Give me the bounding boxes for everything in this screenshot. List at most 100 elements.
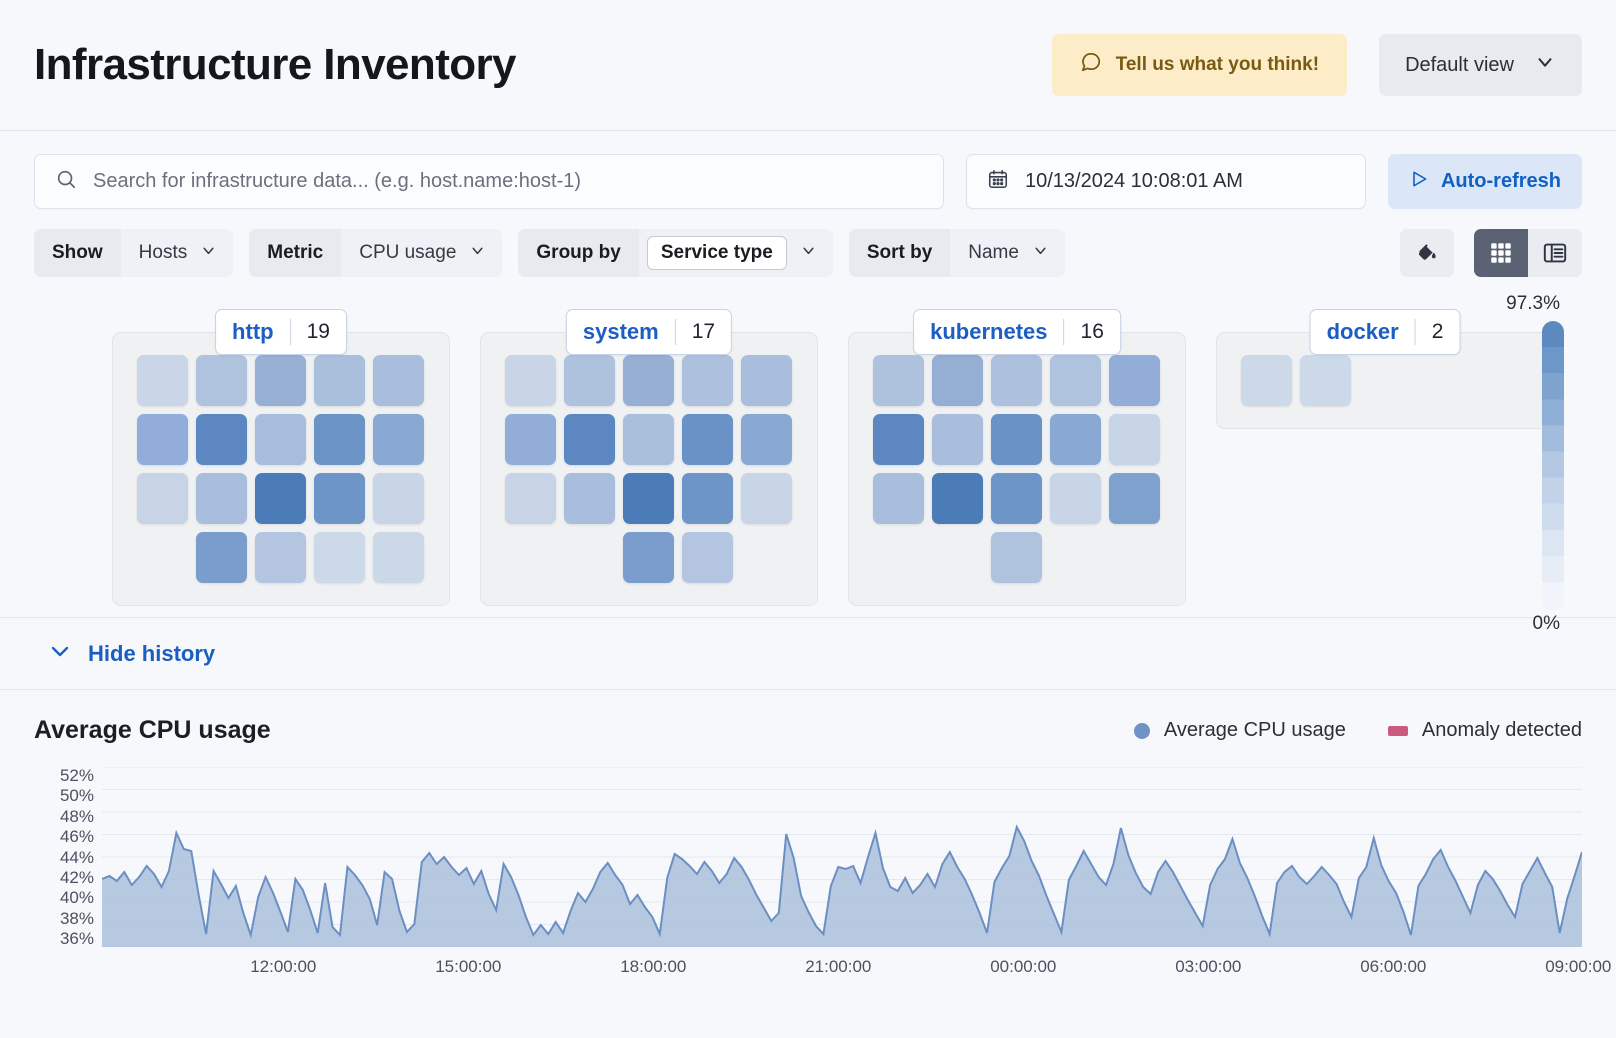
node-cell[interactable] [873, 414, 924, 465]
group-name: docker [1326, 319, 1399, 344]
legend-item-average-cpu-usage[interactable]: Average CPU usage [1133, 719, 1346, 742]
group-badge-system[interactable]: system 17 [565, 309, 733, 355]
legend-gradient-bar [1542, 321, 1564, 611]
node-cell[interactable] [682, 414, 733, 465]
node-cell[interactable] [623, 532, 674, 583]
node-cell[interactable] [1050, 414, 1101, 465]
node-cell[interactable] [1109, 414, 1160, 465]
history-chart-panel: Average CPU usage Average CPU usage Anom… [0, 690, 1616, 979]
node-cell[interactable] [741, 473, 792, 524]
node-cell[interactable] [373, 355, 424, 406]
node-cell[interactable] [505, 473, 556, 524]
x-tick-label: 15:00:00 [435, 957, 502, 976]
grid-spacer [505, 532, 556, 583]
date-picker[interactable]: 10/13/2024 10:08:01 AM [966, 154, 1366, 209]
node-cell[interactable] [255, 473, 306, 524]
node-cell[interactable] [137, 414, 188, 465]
node-cell[interactable] [623, 355, 674, 406]
chevron-down-icon [1032, 242, 1049, 265]
grid-spacer [873, 532, 924, 583]
x-tick-label: 18:00:00 [620, 957, 687, 976]
node-cell[interactable] [373, 414, 424, 465]
control-sort-by: Sort by Name [848, 229, 1065, 277]
node-cell[interactable] [1050, 355, 1101, 406]
default-view-button[interactable]: Default view [1379, 34, 1582, 96]
control-metric: Metric CPU usage [249, 229, 503, 277]
feedback-button[interactable]: Tell us what you think! [1051, 34, 1348, 96]
node-cell[interactable] [932, 473, 983, 524]
node-cell[interactable] [196, 532, 247, 583]
table-view-icon[interactable] [1528, 229, 1582, 277]
node-cell[interactable] [196, 355, 247, 406]
hide-history-toggle[interactable]: Hide history [0, 618, 1616, 690]
chevron-down-icon [800, 242, 817, 265]
node-cell[interactable] [873, 355, 924, 406]
node-cell[interactable] [196, 473, 247, 524]
group-name: system [582, 319, 659, 344]
chart-canvas[interactable] [102, 766, 1582, 948]
node-cell[interactable] [564, 355, 615, 406]
control-group-by-value[interactable]: Service type [638, 229, 833, 277]
node-cell[interactable] [991, 532, 1042, 583]
node-cell[interactable] [1109, 473, 1160, 524]
node-cell[interactable] [373, 532, 424, 583]
divider [674, 319, 676, 345]
node-cell[interactable] [137, 355, 188, 406]
chart-header: Average CPU usage Average CPU usage Anom… [34, 716, 1582, 745]
node-cell[interactable] [873, 473, 924, 524]
legend-label: Average CPU usage [1163, 719, 1346, 741]
node-cell[interactable] [314, 355, 365, 406]
node-cell[interactable] [991, 355, 1042, 406]
node-cell[interactable] [564, 414, 615, 465]
group-system: system 17 [480, 309, 818, 606]
node-cell[interactable] [314, 473, 365, 524]
y-tick-label: 52% [59, 766, 94, 785]
search-input[interactable]: Search for infrastructure data... (e.g. … [34, 154, 944, 209]
y-tick-label: 44% [59, 847, 94, 867]
x-tick-label: 09:00:00 [1545, 957, 1612, 976]
node-cell[interactable] [682, 532, 733, 583]
node-cell[interactable] [991, 414, 1042, 465]
node-cell[interactable] [623, 414, 674, 465]
paint-bucket-icon[interactable] [1400, 229, 1454, 277]
node-cell[interactable] [1300, 355, 1351, 406]
node-cell[interactable] [564, 473, 615, 524]
group-count: 17 [691, 320, 716, 343]
node-cell[interactable] [1241, 355, 1292, 406]
node-cell[interactable] [255, 355, 306, 406]
node-grid [133, 351, 429, 587]
node-cell[interactable] [505, 355, 556, 406]
chevron-down-icon [469, 242, 486, 265]
node-cell[interactable] [137, 473, 188, 524]
app-header: Infrastructure Inventory Tell us what yo… [0, 0, 1616, 131]
control-sort-by-value[interactable]: Name [950, 229, 1065, 277]
node-cell[interactable] [1109, 355, 1160, 406]
node-cell[interactable] [623, 473, 674, 524]
legend-item-anomaly-detected[interactable]: Anomaly detected [1387, 719, 1582, 742]
node-cell[interactable] [373, 473, 424, 524]
node-cell[interactable] [932, 355, 983, 406]
node-cell[interactable] [932, 414, 983, 465]
grid-view-icon[interactable] [1474, 229, 1528, 277]
node-cell[interactable] [255, 532, 306, 583]
node-cell[interactable] [682, 355, 733, 406]
auto-refresh-button[interactable]: Auto-refresh [1388, 154, 1582, 209]
control-metric-value[interactable]: CPU usage [341, 229, 503, 277]
node-cell[interactable] [314, 414, 365, 465]
node-cell[interactable] [741, 355, 792, 406]
node-cell[interactable] [682, 473, 733, 524]
node-cell[interactable] [255, 414, 306, 465]
node-cell[interactable] [991, 473, 1042, 524]
node-cell[interactable] [196, 414, 247, 465]
node-cell[interactable] [741, 414, 792, 465]
node-cell[interactable] [1050, 473, 1101, 524]
node-cell[interactable] [505, 414, 556, 465]
node-cell[interactable] [314, 532, 365, 583]
page-title: Infrastructure Inventory [34, 40, 517, 89]
control-show-value[interactable]: Hosts [120, 229, 234, 277]
